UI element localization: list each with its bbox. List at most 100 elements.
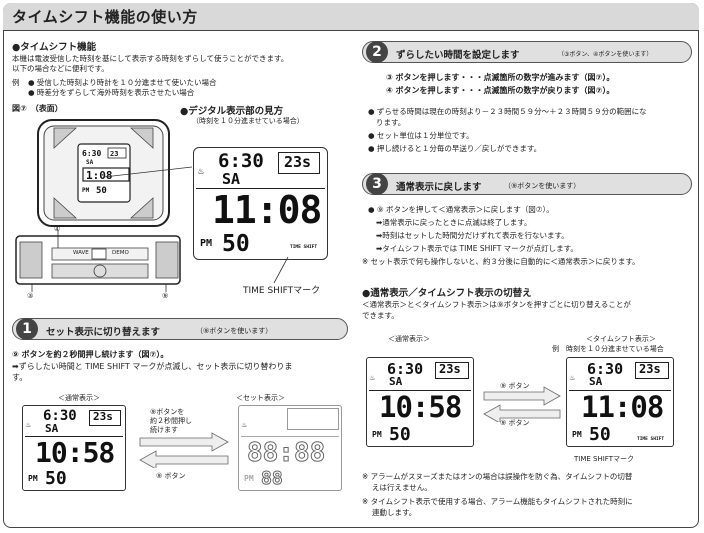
digital-note: （時刻を１０分進ませている場合） xyxy=(192,117,304,125)
step2-bullet: ります。 xyxy=(376,118,406,127)
section-heading: ●タイムシフト機能 xyxy=(12,42,97,53)
switch-note: ※ アラームがスヌーズまたはオンの場合は誤操作を防ぐ為、タイムシフトの切替 xyxy=(362,472,633,481)
lcd-sec-box xyxy=(89,410,121,426)
lcd-time: 10:58 xyxy=(379,390,462,424)
alarm-icon: ♨ xyxy=(370,373,375,382)
figure-label: 図⑦ （表面） xyxy=(12,104,63,113)
step2-line: ③ ボタンを押します・・・点滅箇所の数字が進みます（図⑦）。 xyxy=(386,73,615,82)
step1-note: （⑨ボタンを使います） xyxy=(196,327,273,335)
lcd-divider xyxy=(369,390,471,391)
switch-desc: できます。 xyxy=(362,311,399,320)
timeshift-display-label: ＜タイムシフト表示＞ xyxy=(586,335,656,343)
lcd-date: 6:30 xyxy=(218,150,264,172)
example-item: ● 時差分をずらして海外時刻を表示させたい場合 xyxy=(28,88,195,97)
lcd-min-sub: 50 xyxy=(389,424,411,445)
step3-number: 3 xyxy=(366,173,388,195)
arrow-text: ⑨ ボタン xyxy=(500,382,530,390)
svg-text:50: 50 xyxy=(96,186,107,196)
svg-text:23: 23 xyxy=(110,150,118,158)
svg-text:1:08: 1:08 xyxy=(86,169,113,182)
lcd-time: 11:08 xyxy=(581,390,664,424)
step1-line: ⑨ ボタンを約２秒間押し続けます（図⑦）。 xyxy=(12,350,169,359)
step2-bullet: ● セット単位は１分単位です。 xyxy=(368,131,474,140)
lcd-min-sub: 50 xyxy=(589,424,611,445)
step1-header xyxy=(12,318,348,340)
desc-line: 以下の場合などに便利です。 xyxy=(12,64,109,73)
lcd-date: 6:30 xyxy=(43,408,77,424)
lcd-sec-box xyxy=(278,152,320,174)
step1-line: ➡ずらしたい時間と TIME SHIFT マークが点滅し、セット表示に切り替わり… xyxy=(12,362,293,371)
normal-display-label: ＜通常表示＞ xyxy=(388,335,430,343)
lcd-sec-box xyxy=(635,362,669,379)
button-9-label: ⑨ xyxy=(162,292,169,300)
lcd-min-sub: 50 xyxy=(45,468,67,489)
step1-number: 1 xyxy=(16,318,38,340)
switch-desc: ＜通常表示＞と＜タイムシフト表示＞は⑨ボタンを押すごとに切り替えることが xyxy=(362,300,631,309)
lcd-divider xyxy=(569,390,671,391)
lcd-pm: PM xyxy=(372,430,382,439)
desc-line: 本機は電波受信した時刻を基にして表示する時刻をずらして使うことができます。 xyxy=(12,54,289,63)
callout-line xyxy=(104,166,193,178)
button-4-label: ④ xyxy=(54,225,61,233)
lcd-min-sub: 50 xyxy=(222,231,250,257)
step3-note: （⑨ボタンを使います） xyxy=(504,182,581,190)
lcd-day: SA xyxy=(45,422,59,435)
lcd-pm: PM xyxy=(28,474,38,483)
step3-label: 通常表示に戻します xyxy=(396,182,482,193)
alarm-icon: ♨ xyxy=(26,420,31,429)
lcd-timeshift-mark: TIME SHIFT xyxy=(637,437,665,442)
switch-timeshift-lcd: 6:30 23s ♨ SA 11:08 PM 50 TIME SHIFT xyxy=(566,357,674,447)
lcd-pm: PM xyxy=(244,474,254,483)
set-box xyxy=(287,408,339,430)
arrow-text: 続けます xyxy=(150,426,178,434)
blinking-digits: 88:88 xyxy=(246,438,326,469)
step2-number: 2 xyxy=(366,41,388,63)
step3-line: ➡時刻はセットした時間分だけずれて表示を行ないます。 xyxy=(376,231,569,240)
blinking-digits: 88 xyxy=(261,468,284,490)
set-display-lcd: ♨ 88:88 PM 88 xyxy=(238,405,342,491)
lcd-date: 6:30 xyxy=(387,360,424,378)
double-arrow xyxy=(483,386,561,422)
step2-bullet: ● 押し続けると１分毎の早送り／戻しができます。 xyxy=(368,144,542,153)
lcd-day: SA xyxy=(389,375,403,388)
lcd-day: SA xyxy=(222,170,241,188)
lcd-pm: PM xyxy=(200,238,213,249)
switch-normal-lcd: 6:30 23s ♨ SA 10:58 PM 50 xyxy=(366,357,474,447)
lcd-date: 6:30 xyxy=(587,360,624,378)
lcd-divider xyxy=(241,436,339,437)
alarm-icon: ♨ xyxy=(198,166,205,177)
digital-display-large: 6:30 23s ♨ SA 11:08 PM 50 TIME SHIFT xyxy=(193,147,328,260)
lcd-pm: PM xyxy=(572,430,582,439)
step2-line: ④ ボタンを押します・・・点滅箇所の数字が戻ります（図⑦）。 xyxy=(386,86,615,95)
arrow-text: 約２秒間押し xyxy=(150,417,192,425)
alarm-icon: ♨ xyxy=(570,373,575,382)
button-3-label: ③ xyxy=(27,292,34,300)
mark-pointer xyxy=(273,256,289,284)
watch-face-illustration: 6:30 23 SA 1:08 PM 50 xyxy=(37,119,170,227)
lcd-sec-box xyxy=(435,362,469,379)
step2-header xyxy=(362,41,692,63)
step2-note: （③ボタン、④ボタンを使います） xyxy=(558,51,653,58)
demo-label: DEMO xyxy=(112,250,129,256)
svg-text:6:30: 6:30 xyxy=(82,149,101,158)
lcd-day: SA xyxy=(589,375,603,388)
svg-text:SA: SA xyxy=(86,159,94,166)
lcd-time: 11:08 xyxy=(212,188,322,232)
double-arrow xyxy=(139,432,229,468)
step1-line: す。 xyxy=(12,373,28,382)
lcd-timeshift-mark: TIME SHIFT xyxy=(290,245,318,250)
arrow-text: ⑨ ボタン xyxy=(500,419,530,427)
example-label: 例 xyxy=(12,78,20,87)
step1-label: セット表示に切り替えます xyxy=(46,327,161,338)
wave-label: WAVE xyxy=(73,250,89,256)
normal-display-label: ＜通常表示＞ xyxy=(58,394,100,402)
svg-text:PM: PM xyxy=(82,187,90,194)
timeshift-example: 例 時刻を１０分進ませている場合 xyxy=(552,345,664,353)
step3-line: ➡通常表示に戻ったときに点滅は終了します。 xyxy=(376,218,532,227)
set-display-label: ＜セット表示＞ xyxy=(236,394,285,402)
step3-header xyxy=(362,173,692,195)
lcd-sec: 23s xyxy=(284,153,312,171)
watch-side-illustration xyxy=(15,230,181,292)
example-item: ● 受信した時刻より時計を１０分進ませて使いたい場合 xyxy=(28,78,217,87)
lcd-time: 10:58 xyxy=(35,436,115,469)
